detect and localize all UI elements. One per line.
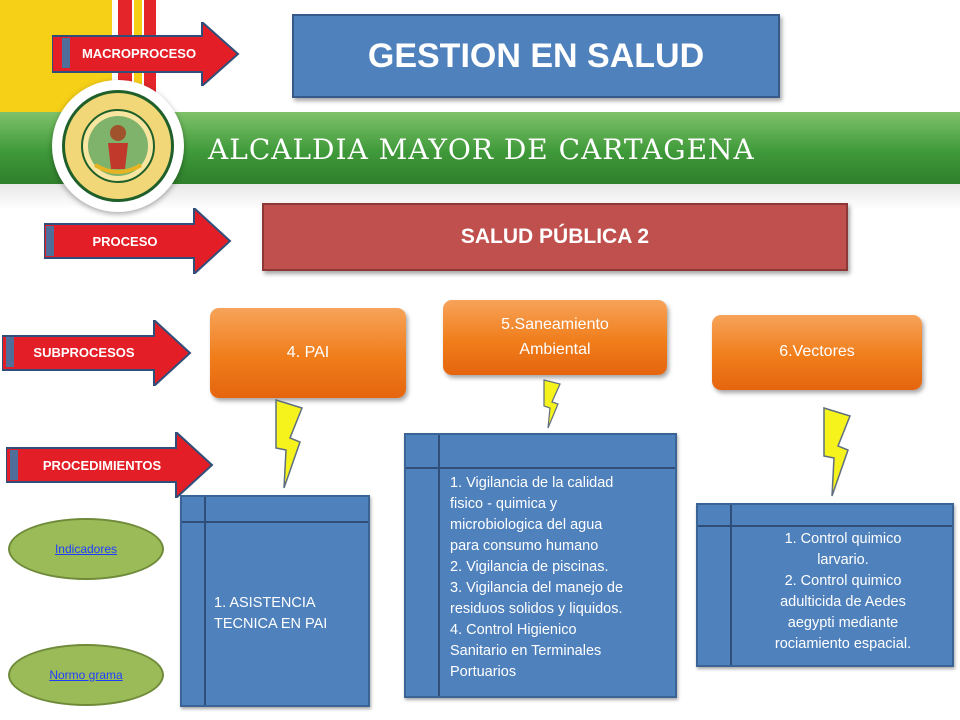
proceso-label: PROCESO	[46, 226, 196, 256]
corner-stripe-yellow-2	[134, 0, 142, 150]
indicadores-link[interactable]: Indicadores	[54, 542, 118, 556]
lightning-bolt-icon	[275, 398, 303, 489]
procedimientos-label: PROCEDIMIENTOS	[10, 450, 186, 480]
procedimiento-line: rociamiento espacial.	[774, 636, 912, 653]
panel-column-line	[730, 505, 732, 665]
procedimiento-saneamiento-panel: 1. Vigilancia de la calidad fisico - qui…	[404, 433, 677, 698]
procedimiento-line: Sanitario en Terminales	[450, 643, 602, 660]
indicadores-oval: Indicadores	[8, 518, 164, 580]
procedimiento-line: 2. Vigilancia de piscinas.	[450, 559, 609, 576]
procedimiento-line: 4. Control Higienico	[450, 622, 577, 639]
procedimiento-line: 1. Control quimico	[784, 531, 902, 547]
procedimiento-line: 3. Vigilancia del manejo de	[450, 580, 624, 597]
subproceso-saneamiento-label-line2: Ambiental	[519, 340, 591, 358]
panel-header-row	[182, 497, 368, 523]
panel-header-row	[406, 435, 675, 469]
panel-header-row	[698, 505, 952, 527]
subproceso-saneamiento-box: 5.Saneamiento Ambiental	[443, 300, 667, 375]
normograma-oval: Normo grama	[8, 644, 164, 706]
procedimiento-line: larvario.	[817, 552, 869, 569]
procedimiento-line: microbiologica del agua	[450, 517, 603, 534]
lightning-bolt-icon	[543, 379, 561, 429]
procedimiento-vectores-text: 1. Control quimico larvario. 2. Control …	[734, 529, 952, 655]
procedimiento-line: para consumo humano	[450, 538, 599, 555]
procedimiento-line: residuos solidos y liquidos.	[450, 601, 623, 618]
subproceso-pai-label: 4. PAI	[286, 343, 330, 361]
seal-emblem-icon	[81, 109, 155, 183]
subproceso-vectores-box: 6.Vectores	[712, 315, 922, 390]
subprocesos-label: SUBPROCESOS	[6, 337, 154, 367]
procedimiento-line: adulticida de Aedes	[780, 594, 906, 611]
panel-column-line	[438, 435, 440, 696]
macroproceso-label: MACROPROCESO	[62, 38, 208, 68]
city-seal-logo	[62, 90, 174, 202]
normograma-link[interactable]: Normo grama	[49, 668, 123, 682]
panel-column-line	[204, 497, 206, 705]
procedimiento-line: 1. ASISTENCIA	[214, 595, 316, 611]
procedimiento-line: fisico - quimica y	[450, 496, 558, 513]
lightning-bolt-icon	[823, 406, 851, 497]
procedimiento-pai-panel: 1. ASISTENCIA TECNICA EN PAI	[180, 495, 370, 707]
procedimiento-saneamiento-text: 1. Vigilancia de la calidad fisico - qui…	[450, 473, 676, 683]
subproceso-saneamiento-label-line1: 5.Saneamiento	[501, 315, 609, 333]
procedimiento-line: Portuarios	[450, 664, 517, 681]
banner-title: ALCALDIA MAYOR DE CARTAGENA	[208, 133, 755, 166]
procedimiento-line: aegypti mediante	[787, 615, 899, 632]
procedimiento-pai-text: 1. ASISTENCIA TECNICA EN PAI	[214, 593, 327, 635]
procedimiento-vectores-panel: 1. Control quimico larvario. 2. Control …	[696, 503, 954, 667]
macroproceso-title-box: GESTION EN SALUD	[292, 14, 780, 98]
procedimiento-line: 2. Control quimico	[784, 573, 902, 590]
procedimiento-line: 1. Vigilancia de la calidad	[450, 475, 614, 491]
procedimiento-line: TECNICA EN PAI	[214, 616, 328, 633]
proceso-title-box: SALUD PÚBLICA 2	[262, 203, 848, 271]
subproceso-pai-box: 4. PAI	[210, 308, 406, 398]
subproceso-vectores-label: 6.Vectores	[779, 343, 855, 361]
